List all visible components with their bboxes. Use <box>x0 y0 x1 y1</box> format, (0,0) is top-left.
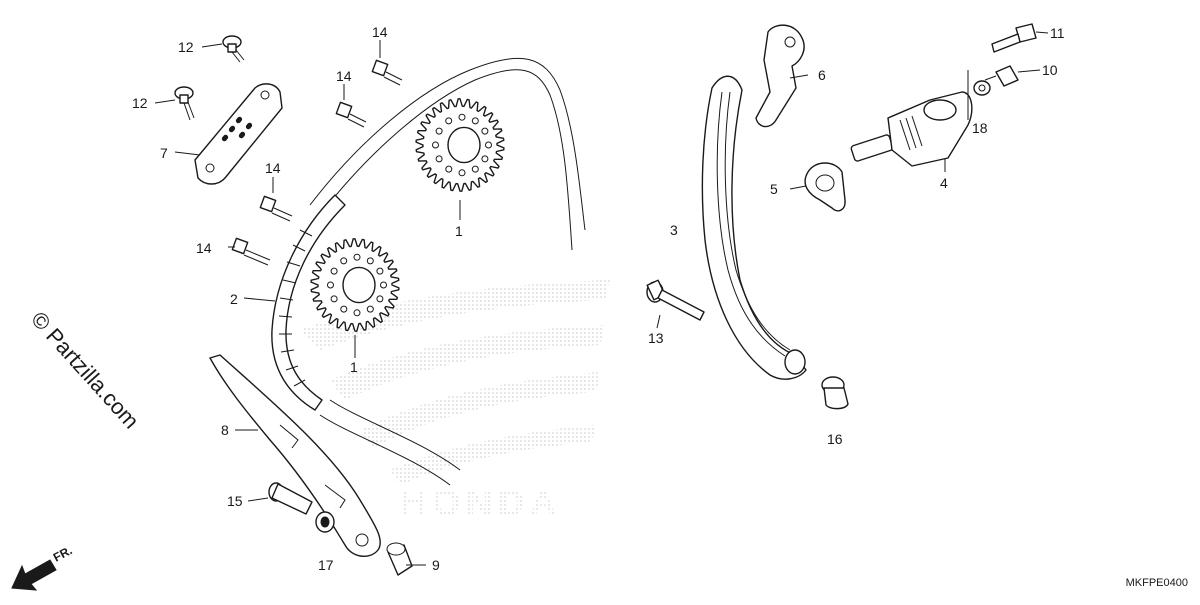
bolt-14-d <box>231 237 271 266</box>
tensioner-bracket <box>755 24 805 128</box>
front-direction-arrow: FR. <box>11 543 75 591</box>
callout-14-c: 14 <box>265 160 281 176</box>
chain-guide-plate <box>194 83 283 185</box>
callout-2: 2 <box>230 291 238 307</box>
cam-sprocket-upper <box>415 98 505 192</box>
callout-17: 17 <box>318 557 334 573</box>
cam-chain-tensioner-lifter <box>850 91 973 167</box>
diagram-code: MKFPE0400 <box>1126 577 1188 589</box>
bolt-12-upper <box>222 35 245 63</box>
cam-chain <box>271 194 346 411</box>
cam-chain-loop <box>309 57 586 486</box>
callout-7: 7 <box>160 145 168 161</box>
bolt-14-c <box>259 195 293 222</box>
cam-sprocket-lower <box>310 238 400 332</box>
front-label: FR. <box>51 543 75 564</box>
callout-14-a: 14 <box>372 24 388 40</box>
bolt-14-a <box>371 59 403 86</box>
callout-3: 3 <box>670 222 678 238</box>
bolt-13 <box>646 279 705 321</box>
honda-wing-logo: HONDA <box>300 280 610 523</box>
bolt-15 <box>268 482 313 515</box>
callout-6: 6 <box>818 67 826 83</box>
callout-12-lower: 12 <box>132 95 148 111</box>
callout-11: 11 <box>1050 25 1065 41</box>
callout-16: 16 <box>827 431 843 447</box>
leader-lines <box>154 31 1049 566</box>
callout-13: 13 <box>648 330 664 346</box>
callout-14-b: 14 <box>336 68 352 84</box>
washer-18 <box>973 80 991 96</box>
collar-9 <box>386 542 413 576</box>
watermark: © Partzilla.com <box>26 307 144 434</box>
callout-5: 5 <box>770 181 778 197</box>
washer-17 <box>315 511 335 533</box>
callout-10: 10 <box>1042 62 1058 78</box>
tensioner-gasket <box>804 162 846 212</box>
callout-18: 18 <box>972 120 988 136</box>
callout-9: 9 <box>432 557 440 573</box>
bolt-14-b <box>335 101 367 128</box>
callout-8: 8 <box>221 422 229 438</box>
callout-1-lower: 1 <box>350 359 358 375</box>
collar-16 <box>821 376 849 410</box>
callout-12-upper: 12 <box>178 39 194 55</box>
cam-chain-guide <box>701 75 807 380</box>
bolt-10 <box>984 65 1019 87</box>
callout-1-upper: 1 <box>455 223 463 239</box>
honda-logo-text: HONDA <box>400 482 562 523</box>
bolt-12-lower <box>174 86 195 121</box>
callout-15: 15 <box>227 493 243 509</box>
chain-tensioner-arm <box>209 354 381 557</box>
callout-4: 4 <box>940 175 948 191</box>
callout-14-d: 14 <box>196 240 212 256</box>
bolt-11 <box>991 23 1037 53</box>
